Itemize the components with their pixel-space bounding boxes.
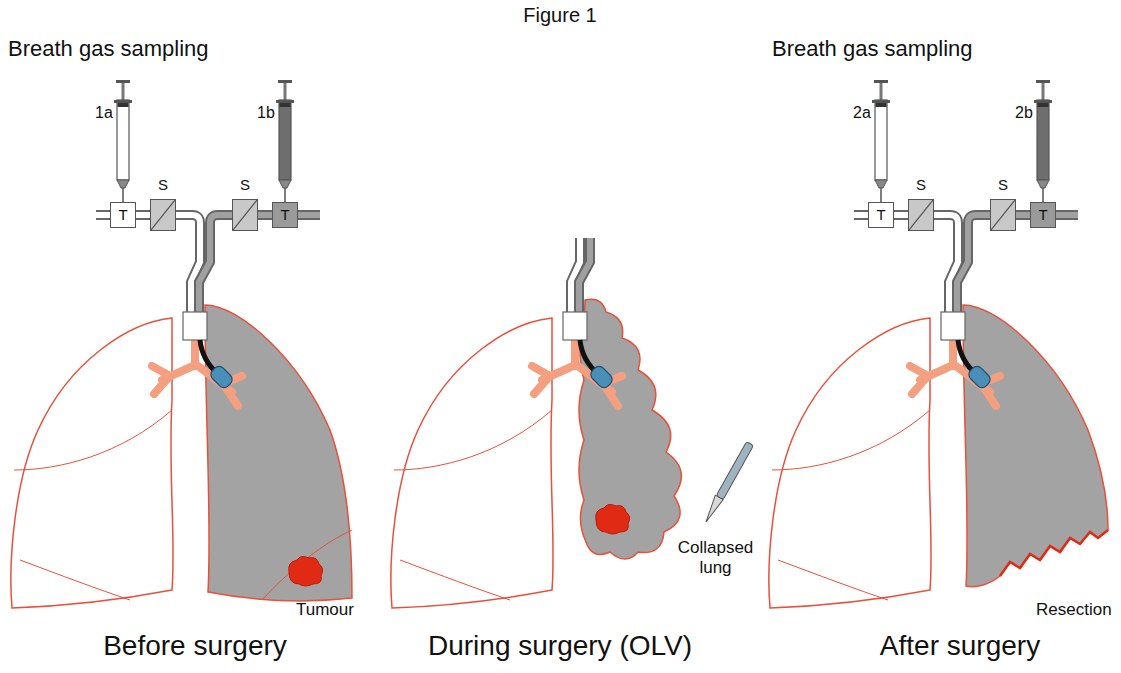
filter-box: S [908,199,934,231]
part-label: Resection [1036,600,1112,620]
filter-diagonal [909,200,933,230]
panel-caption: Before surgery [0,630,390,662]
filter-label: S [991,176,1015,194]
section-heading: Breath gas sampling [772,36,973,61]
t-piece: T [272,202,298,228]
filter-box: S [990,199,1016,231]
filter-diagonal [233,200,257,230]
filter-label: S [151,176,175,194]
t-piece-label: T [111,203,135,226]
panel-caption: After surgery [710,630,1121,662]
part-label: Collapsed lung [668,538,763,577]
scalpel [702,441,754,524]
callout-number: 2b [1015,104,1033,122]
panel-caption: During surgery (OLV) [310,630,810,662]
part-label: Tumour [296,600,354,620]
filter-label: S [233,176,257,194]
callout-number: 1a [95,104,113,122]
filter-box: S [150,199,176,231]
t-piece-label: T [869,203,893,226]
sampling-tube [894,212,908,218]
t-piece: T [868,202,894,228]
filter-box: S [232,199,258,231]
t-piece-label: T [1031,203,1055,226]
filter-diagonal [991,200,1015,230]
t-piece: T [110,202,136,228]
callout-number: 1b [257,104,275,122]
t-piece-label: T [273,203,297,226]
callout-number: 2a [853,104,871,122]
figure-title: Figure 1 [410,4,710,27]
section-heading: Breath gas sampling [8,36,209,61]
sampling-tube [258,212,272,218]
sampling-tube [136,212,150,218]
filter-label: S [909,176,933,194]
filter-diagonal [151,200,175,230]
t-piece: T [1030,202,1056,228]
sampling-tube [1016,212,1030,218]
